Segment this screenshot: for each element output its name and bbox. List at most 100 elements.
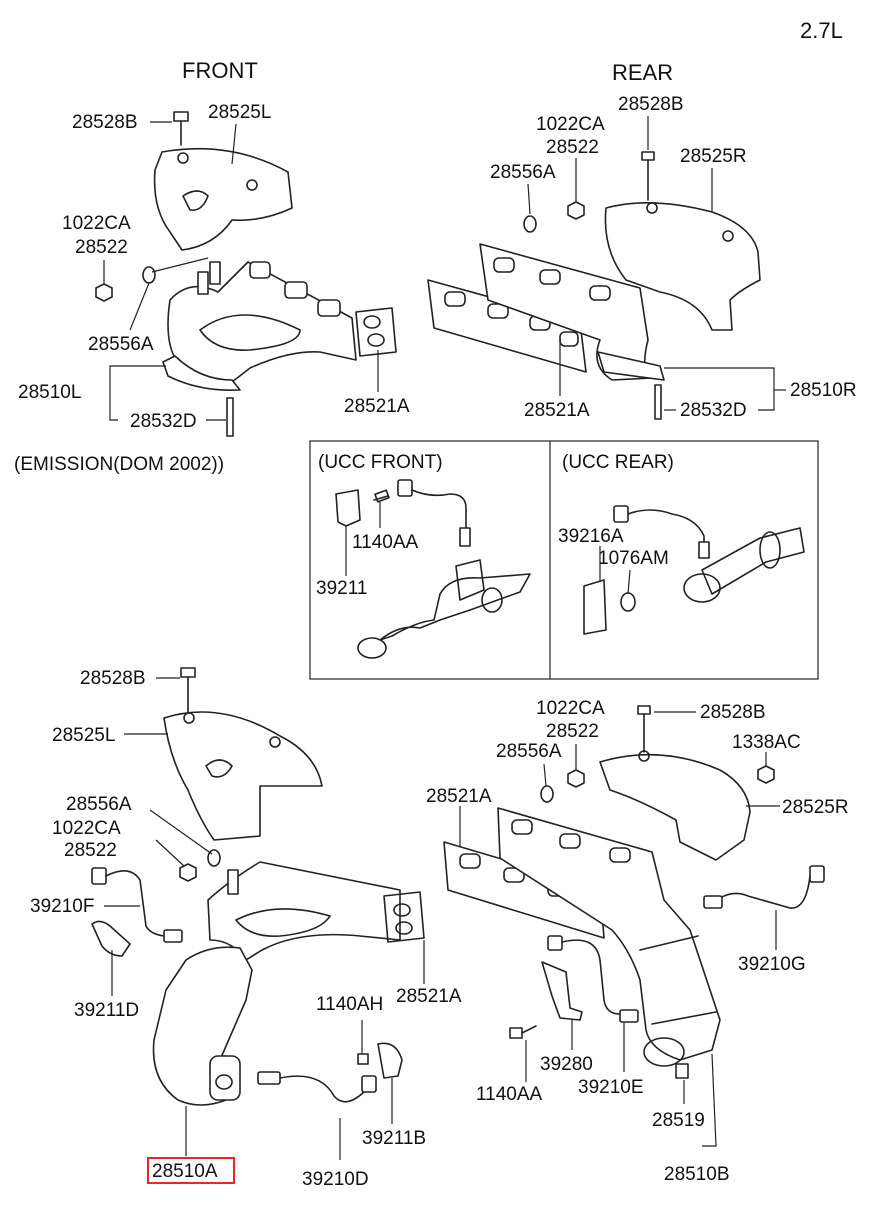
rear-heading: REAR <box>612 60 673 85</box>
label-28556A-front: 28556A <box>88 334 154 355</box>
label-28525R-top: 28525R <box>680 146 747 167</box>
label-39210E: 39210E <box>578 1077 644 1098</box>
br-stud-28519 <box>675 1063 689 1079</box>
br-sensor-39210G <box>703 865 825 909</box>
label-1022CA-br: 1022CA <box>536 698 605 719</box>
bl-bracket-39211D <box>91 920 131 957</box>
ucc-front-pipe <box>357 559 531 659</box>
label-28528B-front: 28528B <box>72 112 138 133</box>
label-1022CA-rear: 1022CA <box>536 114 605 135</box>
label-39210G: 39210G <box>738 954 806 975</box>
rear-stud-28532D <box>654 384 662 420</box>
front-heat-shield <box>153 147 293 251</box>
label-39216A: 39216A <box>558 526 624 547</box>
label-28510B: 28510B <box>664 1164 730 1185</box>
engine-label: 2.7L <box>800 18 843 43</box>
label-1140AH: 1140AH <box>316 994 383 1015</box>
br-bolt-28528B <box>637 705 651 753</box>
bl-sensor-39210F <box>91 867 183 943</box>
front-manifold-gasket <box>355 307 397 357</box>
ucc-front-bolt <box>373 489 390 503</box>
bl-bolt-28528B <box>180 667 196 713</box>
label-28556A-br: 28556A <box>496 741 562 762</box>
ucc-rear-leaders <box>599 546 631 595</box>
label-28556A-bl: 28556A <box>66 794 132 815</box>
label-28521A-rear: 28521A <box>524 400 590 421</box>
ucc-front-heading: (UCC FRONT) <box>318 452 443 473</box>
label-1140AA-ucc: 1140AA <box>352 532 419 553</box>
label-28519: 28519 <box>652 1110 705 1131</box>
label-28532D-front: 28532D <box>130 411 197 432</box>
br-manifold-catalyst <box>497 807 721 1067</box>
label-28525L-bl: 28525L <box>52 725 115 746</box>
front-stud-28532D <box>226 397 234 437</box>
label-39210F: 39210F <box>30 896 94 917</box>
label-28528B-rear: 28528B <box>618 94 684 115</box>
bottom-right-leaders <box>459 711 780 1147</box>
emission-note: (EMISSION(DOM 2002)) <box>14 454 224 475</box>
label-28528B-bl: 28528B <box>80 668 146 689</box>
br-sensor-39210E <box>547 935 639 1023</box>
br-bolt-1140AA <box>509 1025 537 1039</box>
label-28510L: 28510L <box>18 382 81 403</box>
front-exhaust-manifold <box>162 261 357 392</box>
front-nut <box>95 283 113 302</box>
label-28521A-front: 28521A <box>344 396 410 417</box>
br-bracket-39280 <box>541 961 583 1021</box>
label-28510A: 28510A <box>152 1161 218 1182</box>
label-1338AC: 1338AC <box>732 732 801 753</box>
label-28522-front: 28522 <box>75 237 128 258</box>
label-39210D: 39210D <box>302 1169 369 1190</box>
label-28522-bl: 28522 <box>64 840 117 861</box>
top-left-leaders <box>103 121 379 421</box>
ucc-rear-sensor <box>613 505 710 559</box>
bl-bolt-1140AH <box>357 1053 369 1065</box>
br-nut-1338AC <box>757 765 775 784</box>
label-28525L-top: 28525L <box>208 102 271 123</box>
label-39211-ucc: 39211 <box>316 578 367 599</box>
label-28532D-rear: 28532D <box>680 400 747 421</box>
ucc-front-leaders <box>345 502 381 576</box>
bl-bracket-39211B <box>377 1042 403 1079</box>
front-bolt-28528B <box>173 111 189 146</box>
label-28522-br: 28522 <box>546 721 599 742</box>
br-heat-shield <box>599 750 751 861</box>
label-28525R-br: 28525R <box>782 797 849 818</box>
bl-manifold-catalyst <box>152 861 401 1106</box>
rear-nut <box>567 201 585 220</box>
ucc-box <box>309 440 819 680</box>
br-nut <box>567 769 585 788</box>
ucc-rear-pipe <box>683 527 805 603</box>
label-28522-rear: 28522 <box>546 137 599 158</box>
ucc-rear-washer <box>620 592 636 612</box>
top-right-leaders <box>527 116 786 411</box>
label-1076AM: 1076AM <box>598 548 669 569</box>
label-28556A-rear: 28556A <box>490 162 556 183</box>
label-28528B-br: 28528B <box>700 702 766 723</box>
ucc-front-bracket <box>335 489 361 527</box>
front-gasket-washer <box>142 266 156 284</box>
bl-nut <box>179 863 197 882</box>
label-39211B: 39211B <box>362 1128 426 1149</box>
bottom-left-leaders <box>104 677 425 1160</box>
rear-heat-shield <box>604 202 761 331</box>
ucc-front-sensor <box>397 479 471 547</box>
label-28521A-br: 28521A <box>426 786 492 807</box>
highlight-box-28510A <box>147 1157 235 1184</box>
bl-heat-shield <box>163 711 323 841</box>
rear-exhaust-manifold <box>479 243 665 381</box>
label-28521A-bl: 28521A <box>396 986 462 1007</box>
bl-manifold-gasket <box>383 891 425 943</box>
label-39211D: 39211D <box>74 1000 139 1021</box>
label-1140AA-br: 1140AA <box>476 1084 543 1105</box>
label-1022CA-bl: 1022CA <box>52 818 121 839</box>
ucc-rear-bracket <box>583 579 607 635</box>
label-39280: 39280 <box>540 1054 593 1075</box>
bl-sensor-39210D <box>257 1071 377 1103</box>
rear-washer <box>523 215 537 233</box>
rear-bolt-28528B <box>641 151 655 201</box>
br-washer <box>540 785 554 803</box>
label-1022CA-front: 1022CA <box>62 213 131 234</box>
ucc-rear-heading: (UCC REAR) <box>562 452 674 473</box>
